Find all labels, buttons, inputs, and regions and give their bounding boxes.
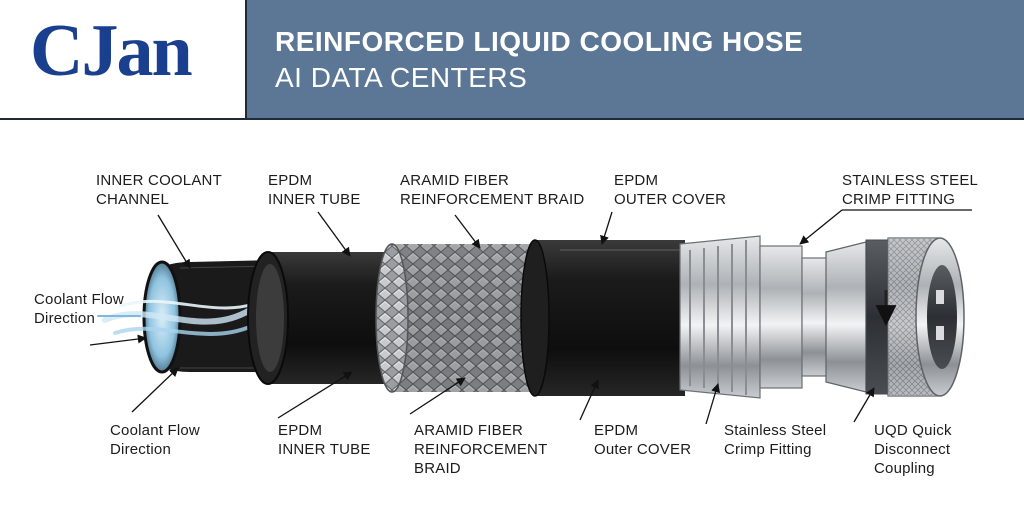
aramid-braid-section	[375, 243, 540, 393]
logo-box: CJan	[0, 0, 247, 118]
title-band: REINFORCED LIQUID COOLING HOSE AI DATA C…	[247, 0, 1024, 118]
epdm-outer-cover-section	[520, 239, 685, 397]
leader-lines-top	[157, 209, 972, 269]
crimp-fitting-ferrule	[679, 235, 831, 399]
leader-lines-bottom	[89, 334, 875, 425]
page-subtitle: AI DATA CENTERS	[275, 62, 528, 93]
epdm-inner-tube-section	[247, 251, 398, 385]
brand-logo: CJan	[30, 10, 193, 92]
uqd-coupling	[825, 237, 965, 397]
page-title: REINFORCED LIQUID COOLING HOSE	[275, 26, 804, 57]
header: CJan REINFORCED LIQUID COOLING HOSE AI D…	[0, 0, 1024, 120]
